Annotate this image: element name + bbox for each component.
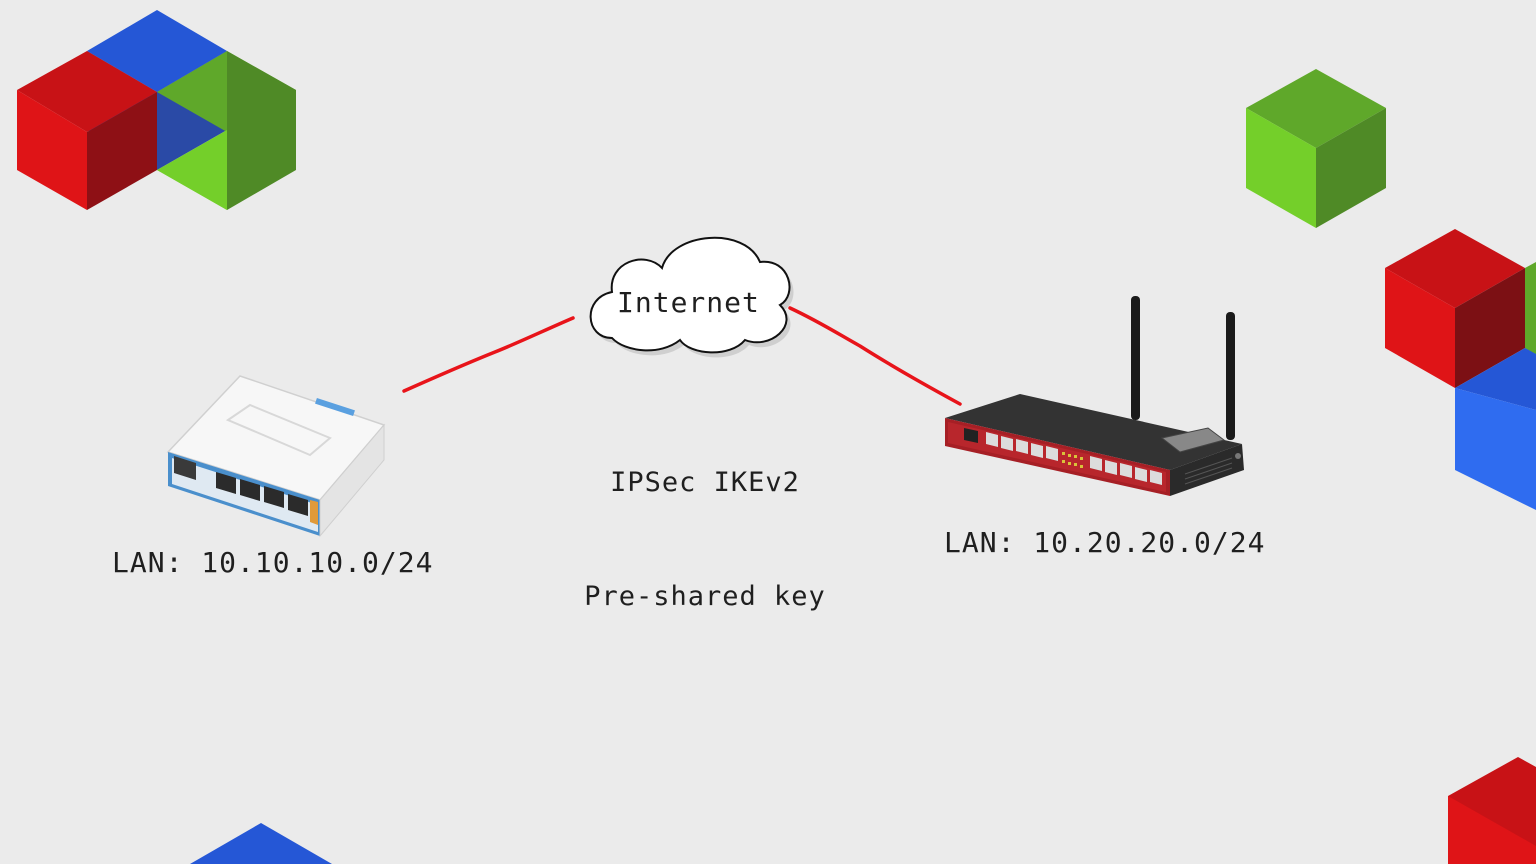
- right-lan-label: LAN: 10.20.20.0/24: [944, 526, 1266, 559]
- tunnel-protocol: IPSec IKEv2: [610, 467, 800, 498]
- cube-red-bottom-right: [1448, 757, 1536, 864]
- cube-blue-bottom-left: [190, 823, 332, 864]
- internet-cloud-icon: [589, 236, 794, 358]
- link-left: [402, 316, 575, 393]
- cube-cluster-top-left: [17, 10, 296, 210]
- left-lan-label: LAN: 10.10.10.0/24: [112, 546, 434, 579]
- router-right-icon: [945, 296, 1244, 496]
- tunnel-auth: Pre-shared key: [584, 581, 826, 612]
- cloud-label: Internet: [617, 286, 760, 319]
- router-left-icon: [166, 375, 386, 538]
- tunnel-description: IPSec IKEv2 Pre-shared key: [560, 388, 850, 654]
- cube-cluster-right: [1385, 229, 1536, 510]
- cube-green-top-right: [1246, 69, 1386, 228]
- link-right: [788, 306, 962, 406]
